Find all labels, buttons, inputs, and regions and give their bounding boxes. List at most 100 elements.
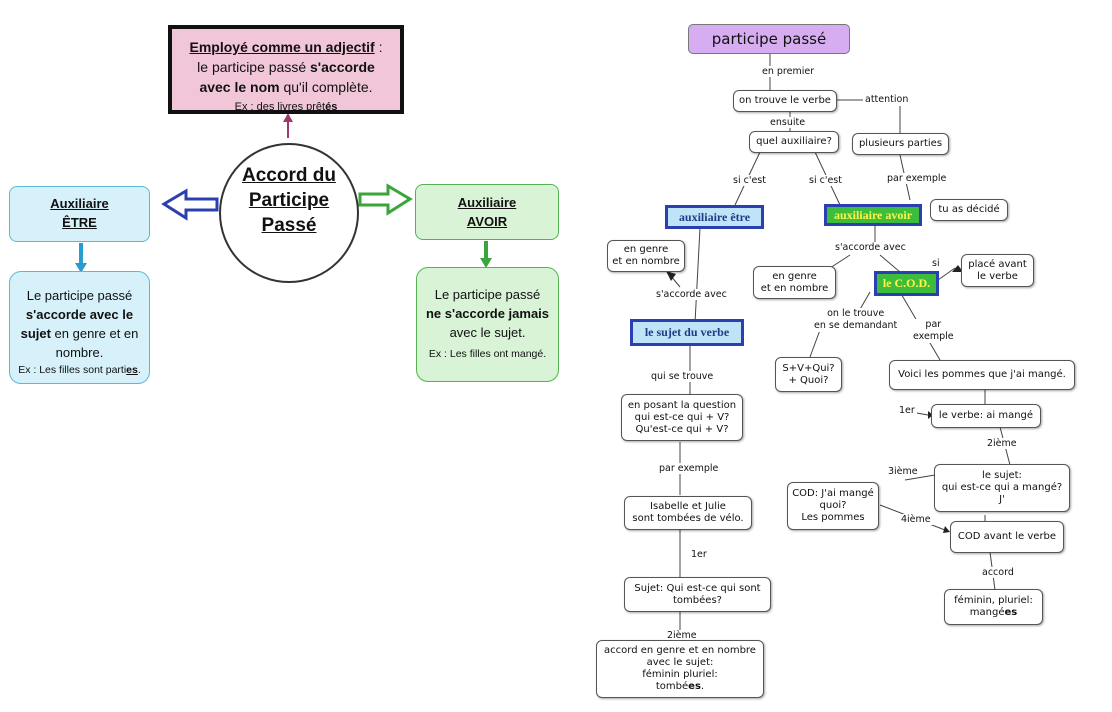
sujet-qui-b: qui est-ce qui a mangé? — [941, 482, 1063, 493]
etre-desc-l3: nombre. — [55, 345, 104, 360]
label-saccorde-avec-1: s'accorde avec — [654, 289, 729, 300]
adjectif-colon: : — [374, 39, 383, 55]
sujet-qui-c: J' — [999, 494, 1005, 505]
sujet-qui-a: le sujet: — [982, 470, 1022, 481]
node-isabelle: Isabelle et Julie sont tombées de vélo. — [624, 496, 752, 530]
adjectif-bold2: avec le nom — [199, 79, 280, 95]
on-le-trouve-2: en se demandant — [814, 320, 898, 331]
cod-pommes-b: quoi? — [819, 500, 847, 511]
etre-line2: ÊTRE — [62, 215, 97, 230]
label-si-cest-2: si c'est — [807, 175, 844, 186]
genre-nombre-1b: et en nombre — [612, 256, 680, 267]
label-si-cest-1: si c'est — [731, 175, 768, 186]
node-sujet-du-verbe: le sujet du verbe — [630, 319, 744, 346]
avoir-desc-l1: Le participe passé — [434, 287, 541, 302]
svqui-b: + Quoi? — [788, 374, 829, 386]
genre-nombre-2b: et en nombre — [760, 282, 829, 294]
node-cod-pommes: COD: J'ai mangé quoi? Les pommes — [787, 482, 879, 530]
adjectif-ex-suffix: és — [325, 101, 338, 113]
accord-e: es — [688, 681, 701, 692]
accord-a: accord en genre et en nombre — [604, 645, 756, 656]
label-2ieme-2: 2ième — [985, 438, 1019, 449]
node-svqui: S+V+Qui? + Quoi? — [775, 357, 842, 392]
label-qui-se-trouve: qui se trouve — [649, 371, 716, 382]
place-b: le verbe — [977, 270, 1018, 282]
avoir-desc-l2: avec le sujet. — [449, 325, 526, 340]
avoir-description: Le participe passé ne s'accorde jamais a… — [416, 267, 559, 382]
node-tu-as-decide: tu as décidé — [930, 199, 1008, 221]
label-saccorde-avec-2: s'accorde avec — [833, 242, 908, 253]
node-feminin: féminin, pluriel: mangées — [944, 589, 1043, 625]
node-sujet-tombees: Sujet: Qui est-ce qui sont tombées? — [624, 577, 771, 612]
accord-c: féminin pluriel: — [642, 669, 718, 680]
center-circle: Accord du Participe Passé — [219, 143, 359, 283]
adjectif-bold1: s'accorde — [310, 59, 375, 75]
genre-nombre-2a: en genre — [772, 270, 817, 282]
node-place-avant: placé avant le verbe — [961, 254, 1034, 287]
avoir-line1: Auxiliaire — [457, 195, 517, 210]
cod-pommes-a: COD: J'ai mangé — [792, 488, 874, 499]
avoir-desc-b1: ne s'accorde jamais — [425, 306, 550, 321]
adjectif-line2: qu'il complète. — [279, 79, 373, 95]
label-accord: accord — [980, 567, 1016, 578]
cod-pommes-c: Les pommes — [801, 512, 865, 523]
on-le-trouve-1: on le trouve — [827, 308, 885, 319]
avoir-box: Auxiliaire AVOIR — [415, 184, 559, 240]
label-on-le-trouve: on le trouve en se demandant — [812, 308, 900, 332]
etre-description: Le participe passé s'accorde avec le suj… — [9, 271, 150, 384]
label-par-exemple: par exemple — [911, 319, 956, 343]
adjectif-line1: le participe passé — [197, 59, 311, 75]
avoir-desc-ex: Ex : Les filles ont mangé. — [428, 348, 547, 360]
feminin-b: mangé — [969, 607, 1005, 618]
arrow-right-avoir — [358, 183, 413, 216]
etre-desc-ex: Ex : Les filles sont parti — [18, 364, 127, 376]
center-line1: Accord du — [242, 165, 336, 186]
label-2ieme-1: 2ième — [665, 630, 699, 641]
label-3ieme: 3ième — [886, 466, 920, 477]
label-attention: attention — [863, 94, 911, 105]
posant-a: en posant la question — [627, 399, 737, 411]
adjectif-title: Employé comme un adjectif — [189, 39, 375, 55]
label-par-exemple-1: par exemple — [885, 173, 949, 184]
label-1er-1: 1er — [689, 549, 709, 560]
node-voici: Voici les pommes que j'ai mangé. — [889, 360, 1075, 390]
center-line2: Participe — [248, 190, 330, 211]
etre-desc-b2: sujet — [20, 326, 51, 341]
node-quel-auxiliaire: quel auxiliaire? — [749, 131, 839, 153]
node-sujet-qui: le sujet: qui est-ce qui a mangé? J' — [934, 464, 1070, 512]
node-genre-nombre-2: en genre et en nombre — [753, 266, 836, 299]
place-a: placé avant — [968, 258, 1027, 270]
etre-desc-l2: en genre et en — [50, 326, 139, 341]
etre-desc-b1: s'accorde avec le — [25, 307, 134, 322]
accord-d: tombé — [655, 681, 689, 692]
exemple: exemple — [913, 331, 954, 342]
node-auxiliaire-etre: auxiliaire être — [665, 205, 764, 229]
node-auxiliaire-avoir: auxiliaire avoir — [824, 204, 922, 226]
label-4ieme: 4ième — [899, 514, 933, 525]
sujet-tombees-b: tombées? — [673, 594, 722, 606]
accord-b: avec le sujet: — [646, 657, 714, 668]
label-1er-2: 1er — [897, 405, 917, 416]
sujet-tombees-a: Sujet: Qui est-ce qui sont — [634, 582, 761, 594]
accord-f: . — [700, 681, 705, 692]
label-si: si — [930, 258, 942, 269]
genre-nombre-1a: en genre — [623, 244, 669, 255]
isabelle-b: sont tombées de vélo. — [632, 513, 744, 524]
par: par — [925, 319, 942, 330]
label-par-exemple-2: par exemple — [657, 463, 721, 474]
svqui-a: S+V+Qui? — [782, 362, 835, 374]
label-ensuite: ensuite — [768, 117, 808, 128]
etre-desc-l1: Le participe passé — [26, 288, 133, 303]
isabelle-a: Isabelle et Julie — [650, 501, 726, 512]
feminin-a: féminin, pluriel: — [954, 595, 1033, 606]
etre-desc-ex-end: . — [137, 364, 141, 376]
etre-box: Auxiliaire ÊTRE — [9, 186, 150, 242]
posant-c: Qu'est-ce qui + V? — [635, 423, 729, 435]
arrow-left-etre — [161, 188, 219, 221]
node-plusieurs-parties: plusieurs parties — [852, 133, 949, 155]
node-on-trouve: on trouve le verbe — [733, 90, 837, 112]
node-cod-avant: COD avant le verbe — [950, 521, 1064, 553]
feminin-c: es — [1004, 607, 1018, 618]
node-posant: en posant la question qui est-ce qui + V… — [621, 394, 743, 441]
adjectif-box: Employé comme un adjectif : le participe… — [168, 25, 404, 114]
